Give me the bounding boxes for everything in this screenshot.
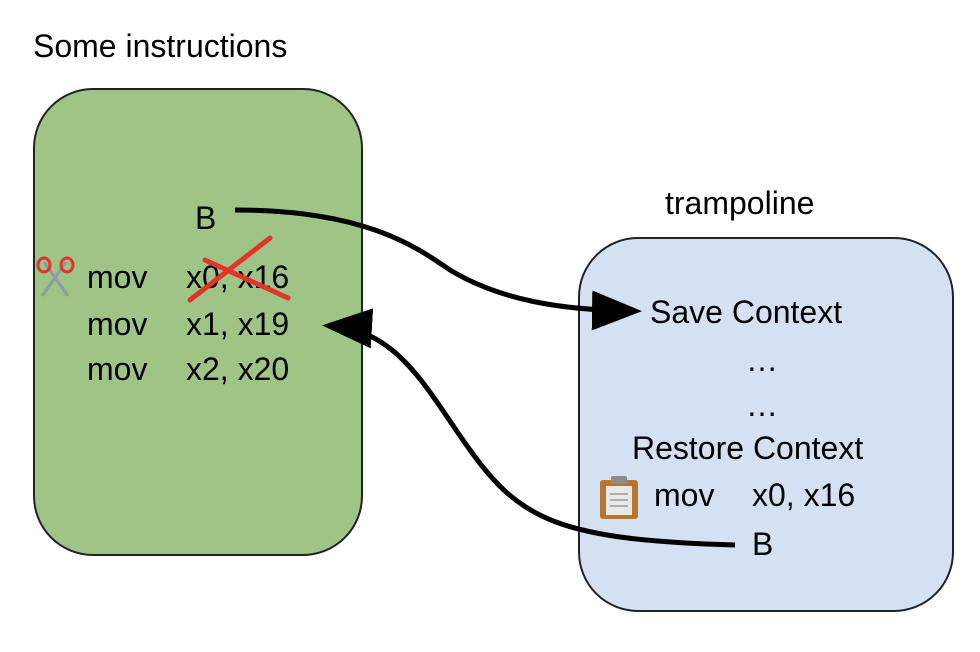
save-context-text: Save Context bbox=[650, 294, 843, 330]
clipboard-icon bbox=[600, 476, 638, 519]
return-branch-arrow bbox=[322, 308, 736, 548]
left-line-2-args: x1, x19 bbox=[186, 306, 290, 342]
restore-context-text: Restore Context bbox=[632, 430, 864, 466]
scissors-icon bbox=[36, 256, 75, 297]
left-block bbox=[33, 88, 363, 556]
left-line-2-op: mov bbox=[87, 306, 148, 342]
branch-to-trampoline-arrow bbox=[234, 207, 642, 331]
ellipsis-1: … bbox=[746, 342, 778, 378]
ellipsis-2: … bbox=[746, 387, 778, 423]
left-line-3-op: mov bbox=[87, 351, 148, 387]
left-block-title: Some instructions bbox=[33, 28, 288, 64]
right-branch-instruction: B bbox=[752, 526, 774, 562]
moved-instruction-args: x0, x16 bbox=[752, 477, 856, 513]
strike-through-mark bbox=[187, 235, 291, 303]
moved-instruction-op: mov bbox=[654, 477, 715, 513]
left-line-1-op: mov bbox=[87, 259, 148, 295]
right-block-title: trampoline bbox=[665, 185, 815, 221]
left-branch-instruction: B bbox=[195, 200, 217, 236]
left-line-3-args: x2, x20 bbox=[186, 351, 290, 387]
